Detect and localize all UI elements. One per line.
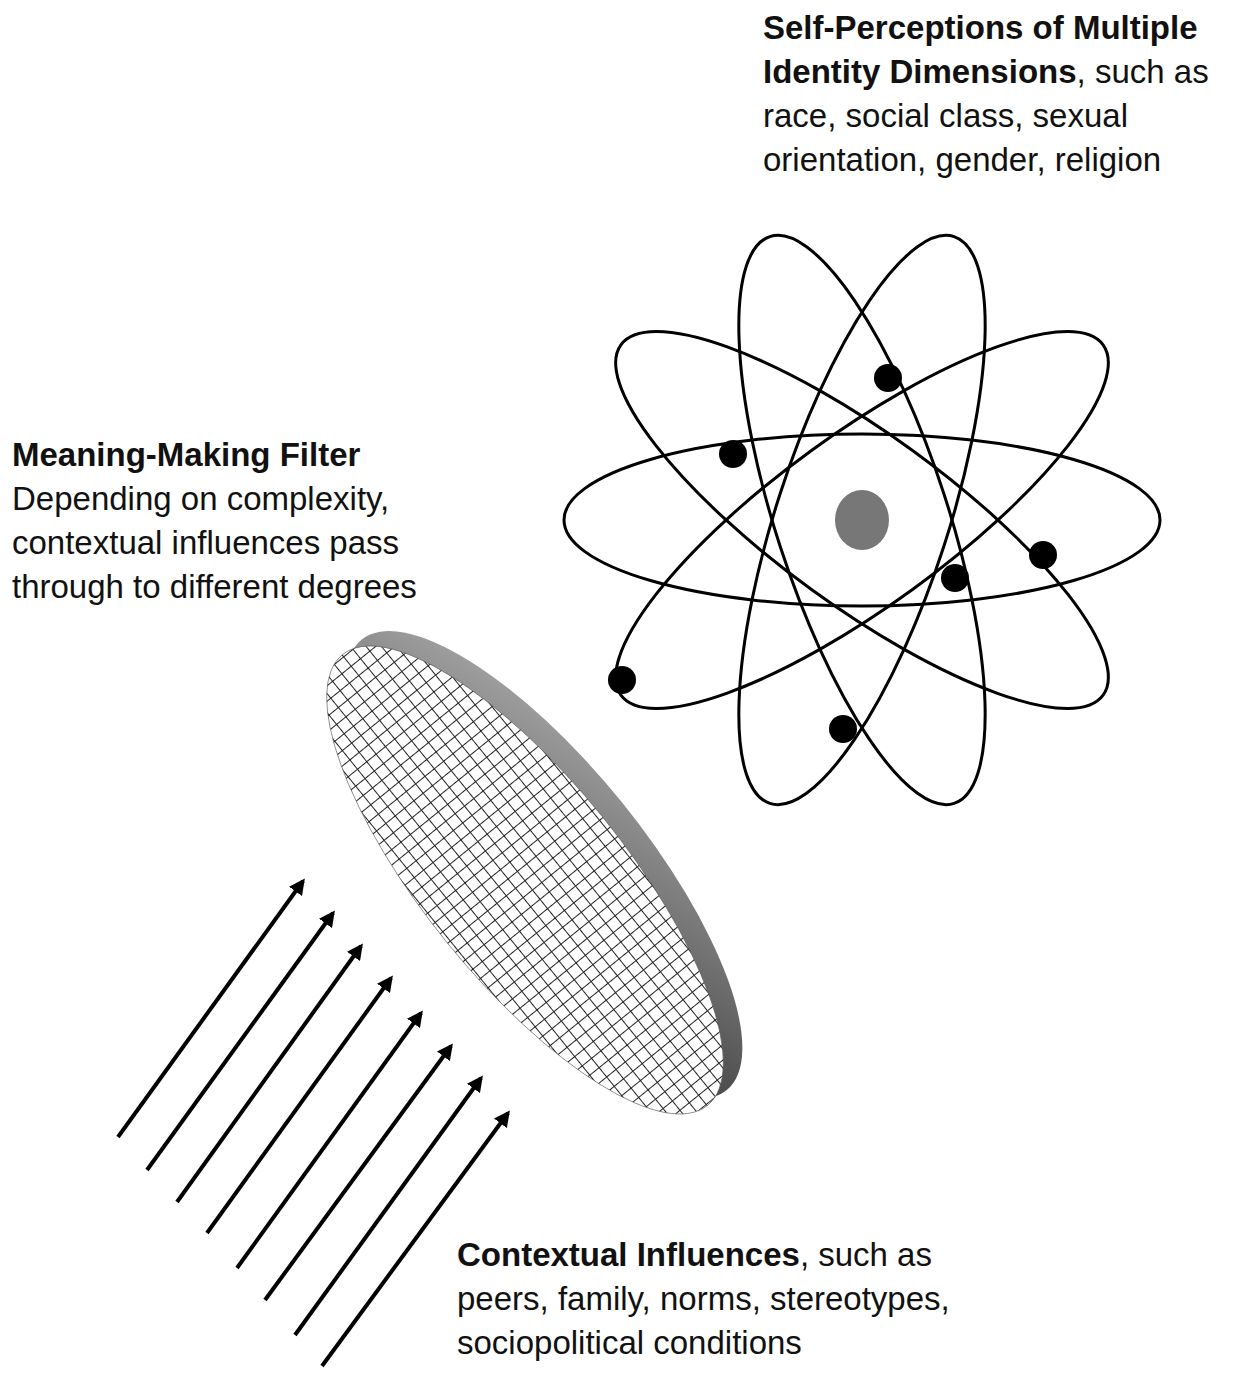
atom-figure [564,210,1160,830]
orbit [688,210,1036,830]
influence-arrow [147,913,333,1170]
influence-arrow [265,1046,451,1300]
influence-arrows [118,881,508,1366]
filter-caption: Meaning-Making FilterDepending on comple… [12,433,452,609]
electron-dot [608,666,636,694]
electron-dot [719,440,747,468]
orbit [570,275,1153,764]
context-caption: Contextual Influences, such as peers, fa… [457,1233,987,1365]
influence-arrow [237,1013,421,1268]
influence-arrow [295,1078,481,1335]
influence-arrow [118,881,303,1137]
body-label: Depending on complexity, contextual infl… [12,477,452,609]
influence-arrow [207,978,391,1233]
electron-dot [829,715,857,743]
filter-disc [265,577,804,1169]
orbit [570,275,1153,764]
electron-dot [941,564,969,592]
nucleus [835,490,889,550]
orbit [564,434,1160,606]
electron-dot [874,364,902,392]
electron-dot [1029,541,1057,569]
heading-label: Meaning-Making Filter [12,433,452,477]
filter-mesh [265,592,785,1169]
influence-arrow [177,946,361,1202]
identity-caption: Self-Perceptions of Multiple Identity Di… [763,6,1225,182]
heading-label: Contextual Influences [457,1236,800,1273]
orbit [688,210,1036,830]
